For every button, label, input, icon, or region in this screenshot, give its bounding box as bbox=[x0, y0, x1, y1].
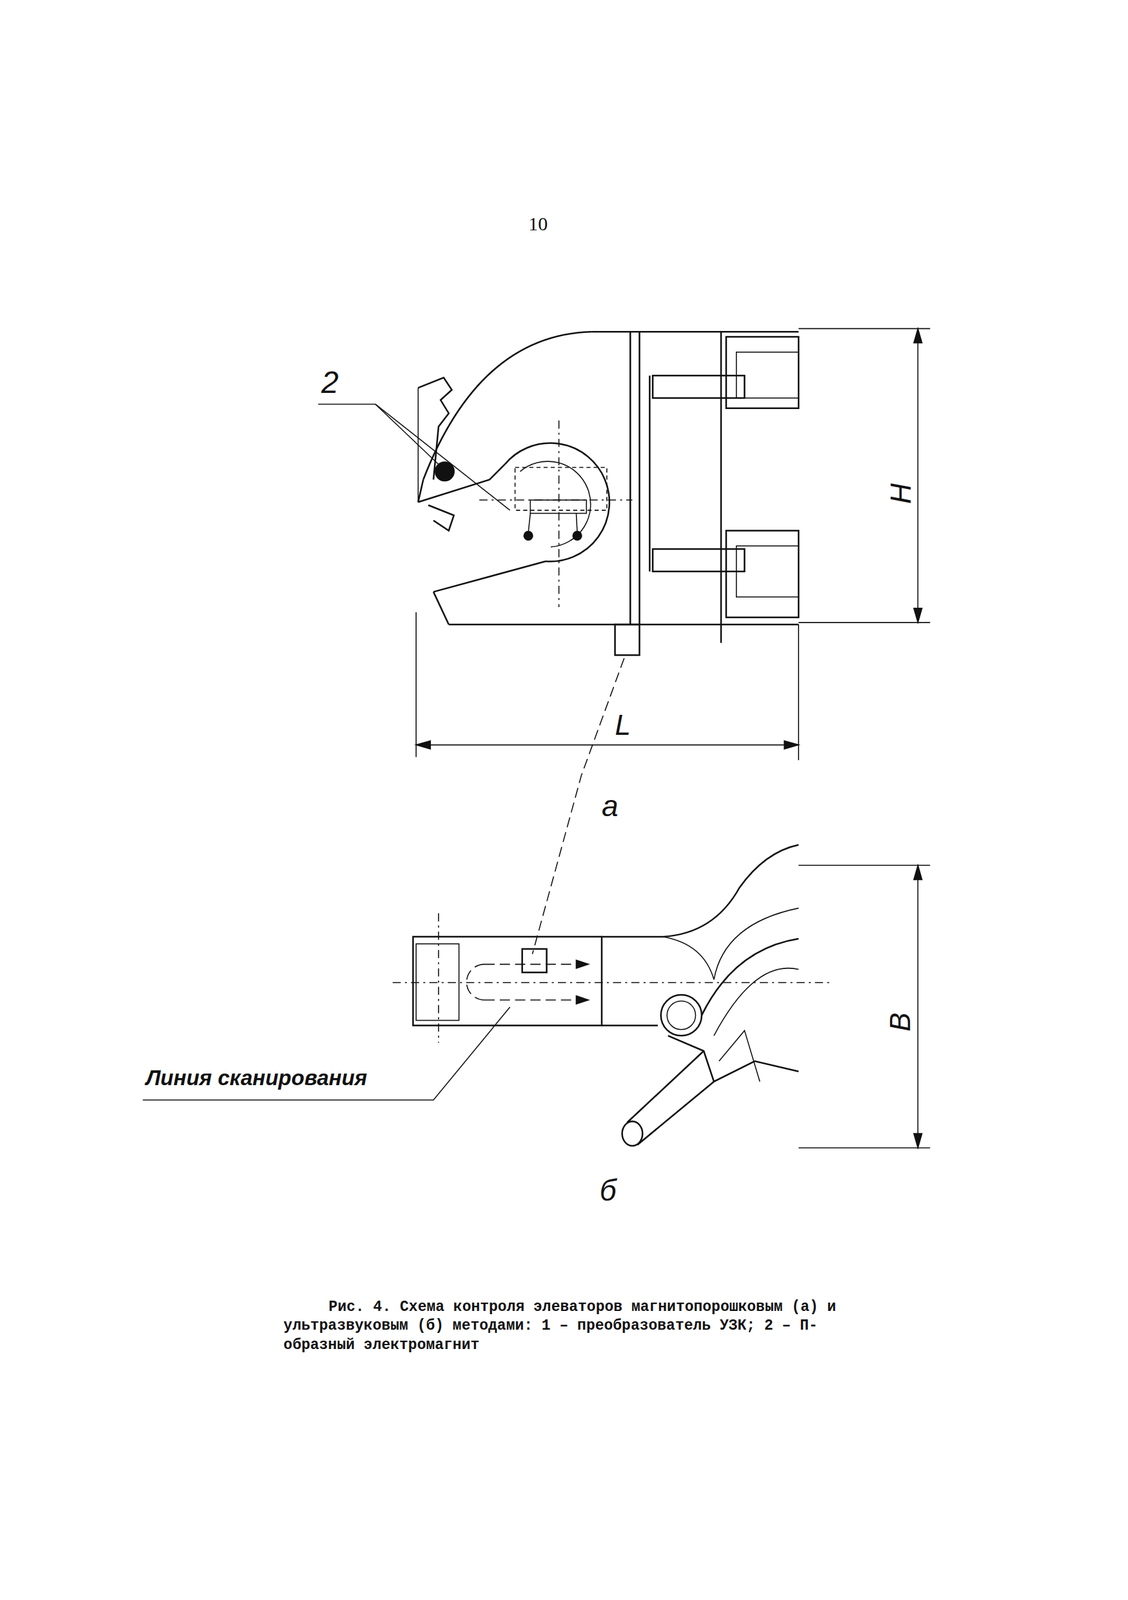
dimension-label: В bbox=[885, 1012, 914, 1032]
page-number: 10 bbox=[528, 214, 548, 234]
dimension-label: L bbox=[615, 710, 631, 740]
callout-number: 2 bbox=[321, 366, 339, 398]
figure-label: а bbox=[601, 790, 619, 821]
dimension-label: H bbox=[886, 483, 915, 504]
annotation: Линия сканирования bbox=[145, 1066, 367, 1089]
figure-caption: Рис. 4. Схема контроля элеваторов магнит… bbox=[283, 1297, 852, 1356]
figure-label: б bbox=[599, 1175, 617, 1205]
